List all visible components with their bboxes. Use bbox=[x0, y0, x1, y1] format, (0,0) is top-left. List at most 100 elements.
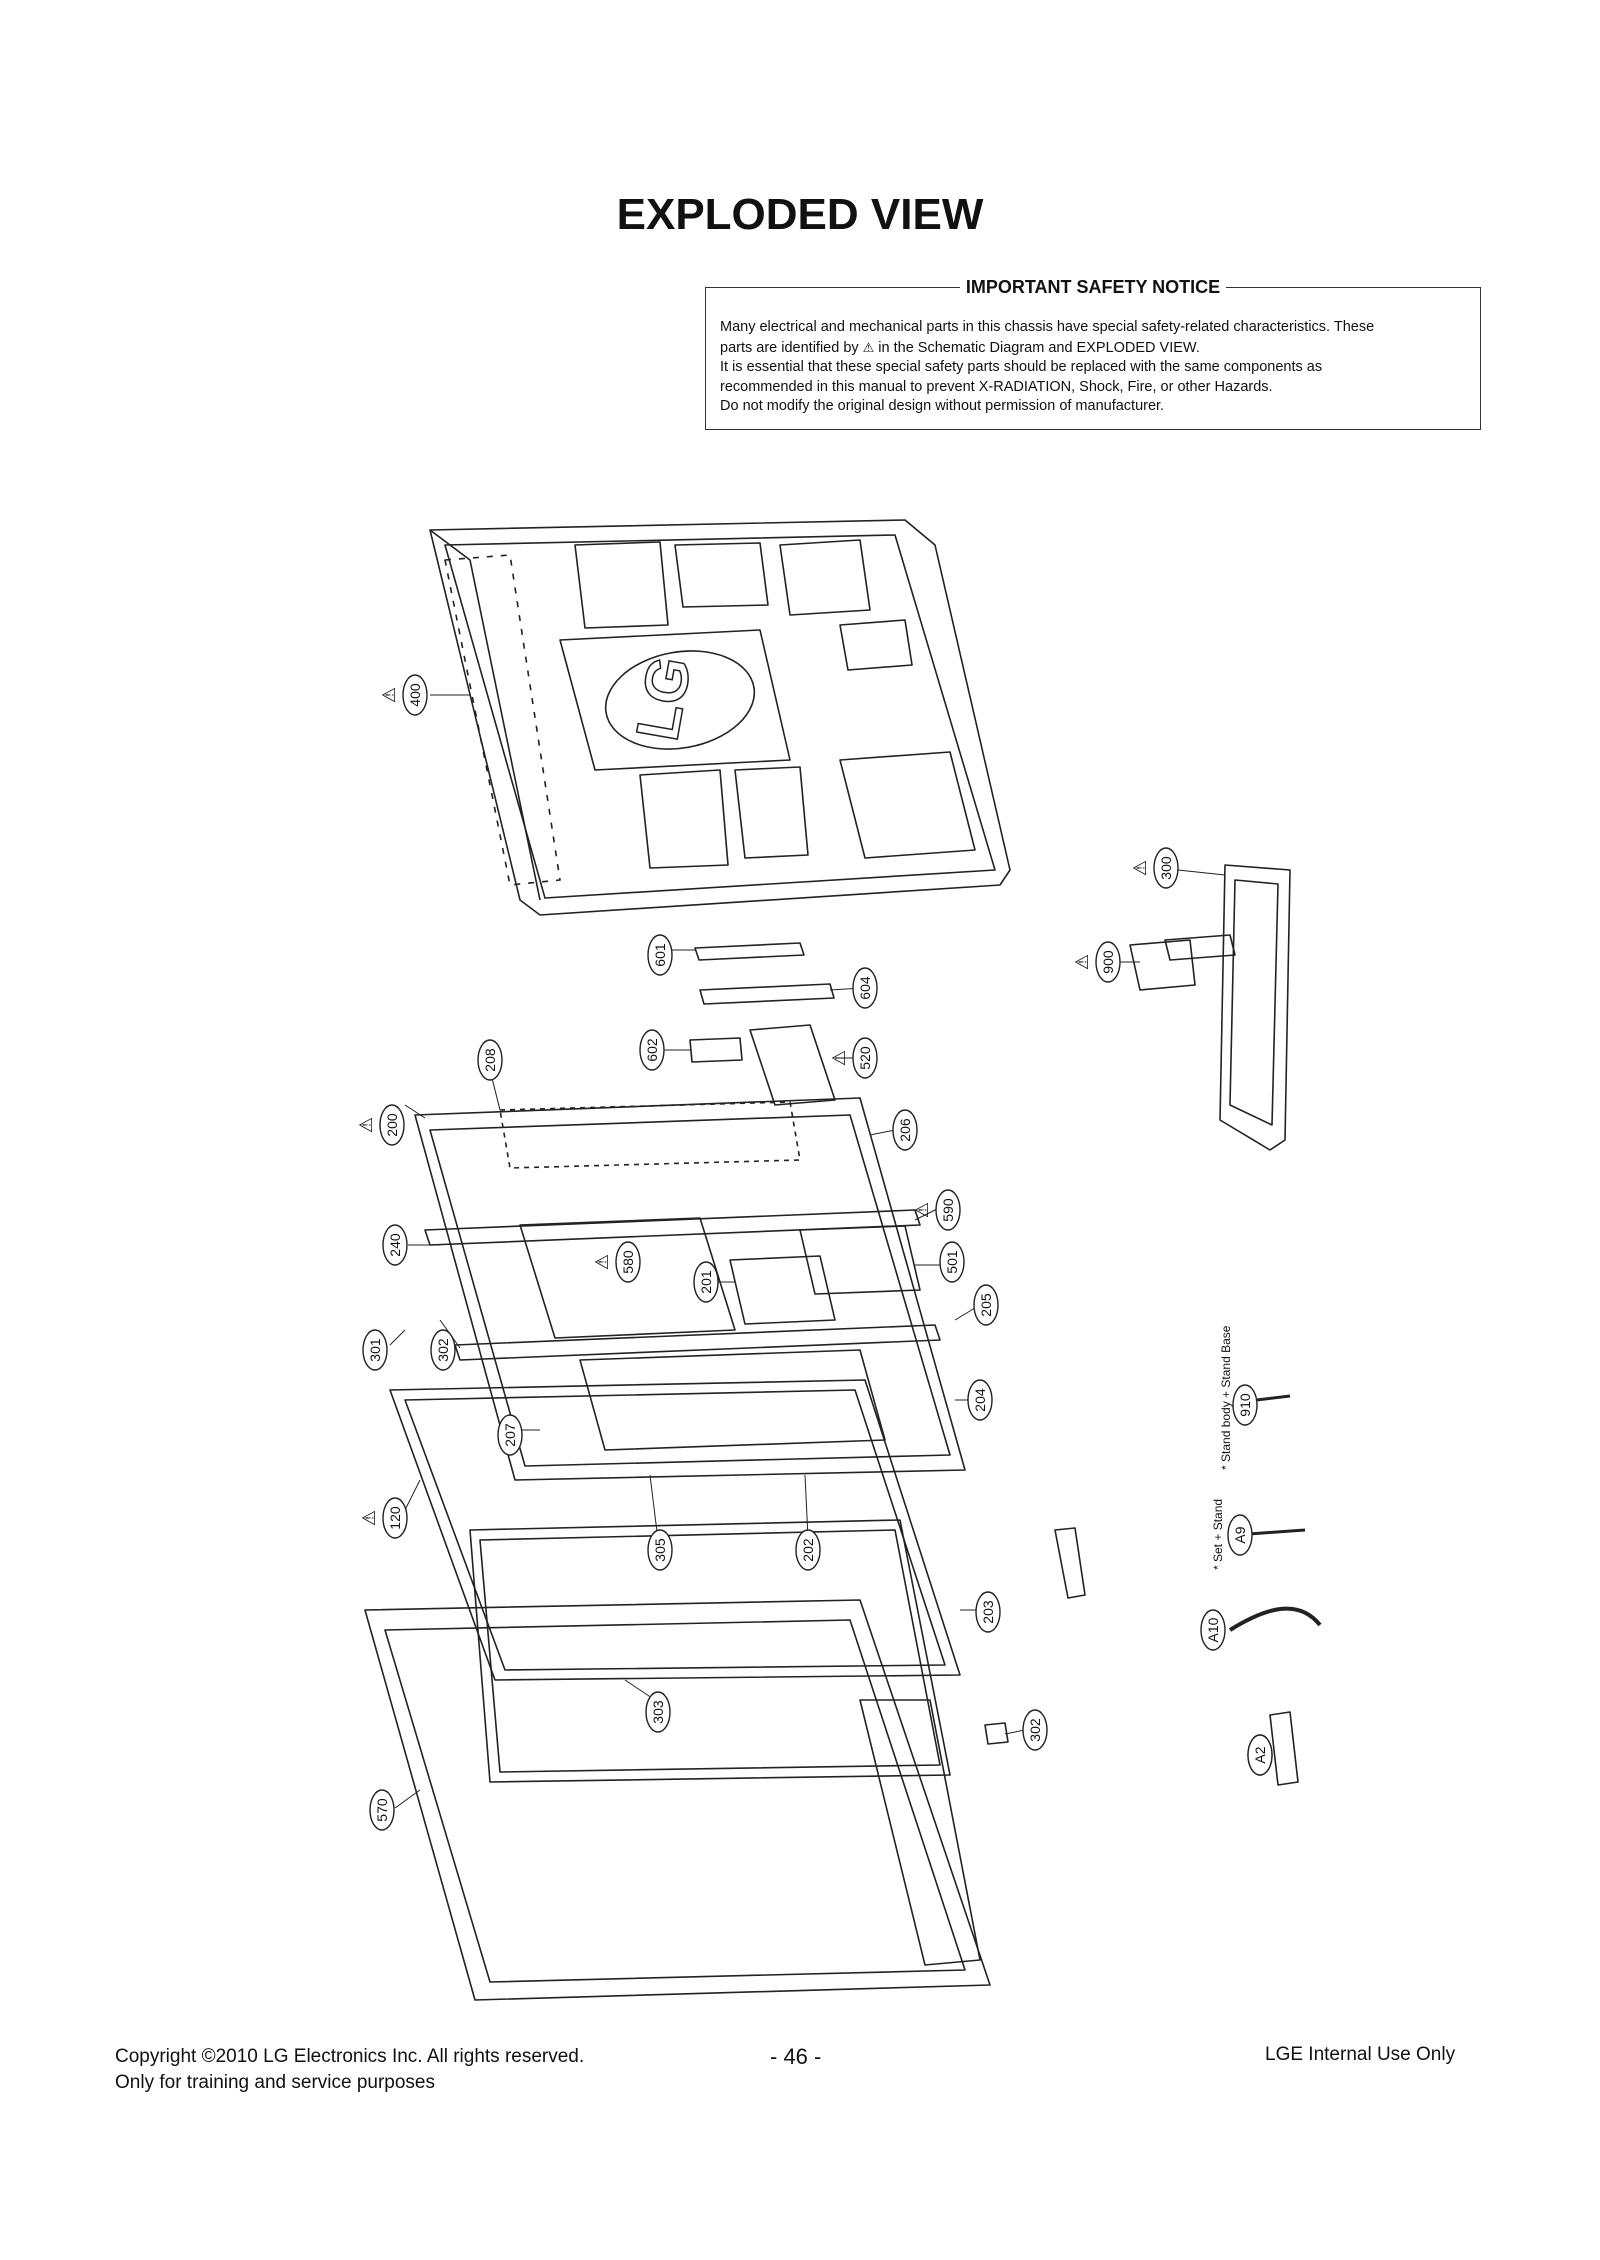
part-callout-300: 300⚠ bbox=[1130, 847, 1179, 889]
part-callout-201: 201 bbox=[693, 1261, 719, 1303]
part-number-label: A10 bbox=[1205, 1617, 1221, 1642]
callout-bubble bbox=[402, 674, 428, 716]
callout-bubble bbox=[852, 1037, 878, 1079]
callout-bubble bbox=[1153, 847, 1179, 889]
part-number-label: 604 bbox=[857, 976, 873, 1000]
part-callout-A2: A2 bbox=[1247, 1734, 1273, 1776]
callout-bubble bbox=[477, 1039, 503, 1081]
part-number-label: 302 bbox=[435, 1338, 451, 1362]
part-120-drawing bbox=[1054, 1527, 1086, 1599]
part-callout-240: 240 bbox=[382, 1224, 408, 1266]
part-number-label: 570 bbox=[374, 1798, 390, 1822]
part-number-label: 301 bbox=[367, 1338, 383, 1362]
part-callout-205: 205 bbox=[973, 1284, 999, 1326]
part-callout-A10: A10 bbox=[1200, 1609, 1226, 1651]
part-number-label: 240 bbox=[387, 1233, 403, 1257]
callout-bubble bbox=[645, 1691, 671, 1733]
part-number-label: 200 bbox=[384, 1113, 400, 1137]
callout-bubble bbox=[1022, 1709, 1048, 1751]
notice-line: parts are identified by⚠in the Schematic… bbox=[720, 338, 1466, 359]
callout-bubble bbox=[497, 1414, 523, 1456]
safety-notice-body: Many electrical and mechanical parts in … bbox=[720, 318, 1466, 417]
part-number-label: 202 bbox=[800, 1538, 816, 1562]
part-callout-501: 501 bbox=[939, 1241, 965, 1283]
part-callout-206: 206 bbox=[892, 1109, 918, 1151]
part-callout-204: 204 bbox=[967, 1379, 993, 1421]
cable-lv1-drawing bbox=[1228, 1606, 1322, 1632]
front-bezel-drawing bbox=[364, 1599, 991, 2001]
part-number-label: 208 bbox=[482, 1048, 498, 1072]
callout-bubble bbox=[892, 1109, 918, 1151]
part-callout-580: 580⚠ bbox=[592, 1241, 641, 1283]
part-callout-590: 590 ⚠ bbox=[912, 1189, 961, 1231]
callout-bubble bbox=[1247, 1734, 1273, 1776]
part-callout-602: 602 bbox=[639, 1029, 665, 1071]
callout-bubble bbox=[362, 1329, 388, 1371]
safety-warning-icon: ⚠ bbox=[829, 1050, 849, 1066]
callout-bubble bbox=[639, 1029, 665, 1071]
part-number-label: 580 bbox=[620, 1250, 636, 1274]
part-callout-303: 303 bbox=[645, 1691, 671, 1733]
control-board-drawing bbox=[689, 942, 836, 1106]
part-callout-200: 200⚠ bbox=[356, 1104, 405, 1146]
set-stand-note: * Set + Stand bbox=[1211, 1499, 1225, 1570]
safety-warning-icon: ⚠ bbox=[359, 1510, 379, 1526]
notice-line-part: in the Schematic Diagram and EXPLODED VI… bbox=[878, 339, 1200, 356]
part-callout-301: 301 bbox=[362, 1329, 388, 1371]
warning-triangle-icon: ⚠ bbox=[862, 339, 875, 355]
callout-bubble bbox=[1200, 1609, 1226, 1651]
part-number-label: 590 bbox=[940, 1198, 956, 1222]
part-callout-302: 302 bbox=[430, 1329, 456, 1371]
callout-bubble bbox=[430, 1329, 456, 1371]
callout-bubble bbox=[973, 1284, 999, 1326]
part-number-label: 205 bbox=[978, 1293, 994, 1317]
part-number-label: 900 bbox=[1100, 950, 1116, 974]
callout-bubble bbox=[379, 1104, 405, 1146]
part-callout-604: 604 bbox=[852, 967, 878, 1009]
part-callout-910: 910 bbox=[1232, 1384, 1258, 1426]
part-number-label: A2 bbox=[1252, 1746, 1268, 1763]
part-callout-302: 302 bbox=[1022, 1709, 1048, 1751]
callout-bubble bbox=[1232, 1384, 1258, 1426]
callout-bubble bbox=[369, 1789, 395, 1831]
callout-bubble bbox=[615, 1241, 641, 1283]
callout-bubble bbox=[975, 1591, 1001, 1633]
footer-copyright: Copyright ©2010 LG Electronics Inc. All … bbox=[115, 2046, 585, 2067]
part-number-label: 303 bbox=[650, 1700, 666, 1724]
part-callout-520: 520⚠ bbox=[829, 1037, 878, 1079]
safety-warning-icon: ⚠ bbox=[912, 1202, 932, 1218]
part-number-label: A9 bbox=[1232, 1526, 1248, 1543]
part-callout-A9: A9 bbox=[1227, 1514, 1253, 1556]
part-number-label: 120 bbox=[387, 1506, 403, 1530]
part-callout-208: 208 bbox=[477, 1039, 503, 1081]
notice-line: Do not modify the original design withou… bbox=[720, 398, 1165, 414]
lg-logo: LG bbox=[623, 652, 703, 746]
part-callout-120: 120 ⚠ bbox=[359, 1497, 408, 1539]
part-number-label: 305 bbox=[652, 1538, 668, 1562]
display-panel-drawing bbox=[389, 1379, 961, 1783]
callout-bubble bbox=[852, 967, 878, 1009]
safety-notice-heading: IMPORTANT SAFETY NOTICE bbox=[706, 275, 1480, 299]
callout-bubble bbox=[935, 1189, 961, 1231]
part-570-drawing bbox=[984, 1722, 1009, 1745]
part-callout-400: 400⚠ bbox=[379, 674, 428, 716]
part-callout-900: 900⚠ bbox=[1072, 941, 1121, 983]
safety-warning-icon: ⚠ bbox=[1130, 860, 1150, 876]
part-number-label: 206 bbox=[897, 1118, 913, 1142]
chassis-frame-drawing bbox=[414, 1097, 966, 1481]
safety-notice-box: IMPORTANT SAFETY NOTICE Many electrical … bbox=[705, 277, 1481, 430]
page-title: EXPLODED VIEW bbox=[616, 190, 984, 239]
back-cover-drawing bbox=[429, 519, 1011, 916]
part-number-label: 204 bbox=[972, 1388, 988, 1412]
notice-line: Many electrical and mechanical parts in … bbox=[720, 319, 1375, 335]
callout-bubble bbox=[382, 1224, 408, 1266]
part-number-label: 602 bbox=[644, 1038, 660, 1062]
remote-a2-drawing bbox=[1269, 1711, 1299, 1786]
safety-notice-heading-text: IMPORTANT SAFETY NOTICE bbox=[959, 277, 1227, 297]
notice-line-part: parts are identified by bbox=[720, 339, 859, 356]
callout-bubble bbox=[939, 1241, 965, 1283]
footer-internal-use: LGE Internal Use Only bbox=[1265, 2044, 1456, 2065]
part-number-label: 601 bbox=[652, 943, 668, 967]
callout-bubble bbox=[795, 1529, 821, 1571]
